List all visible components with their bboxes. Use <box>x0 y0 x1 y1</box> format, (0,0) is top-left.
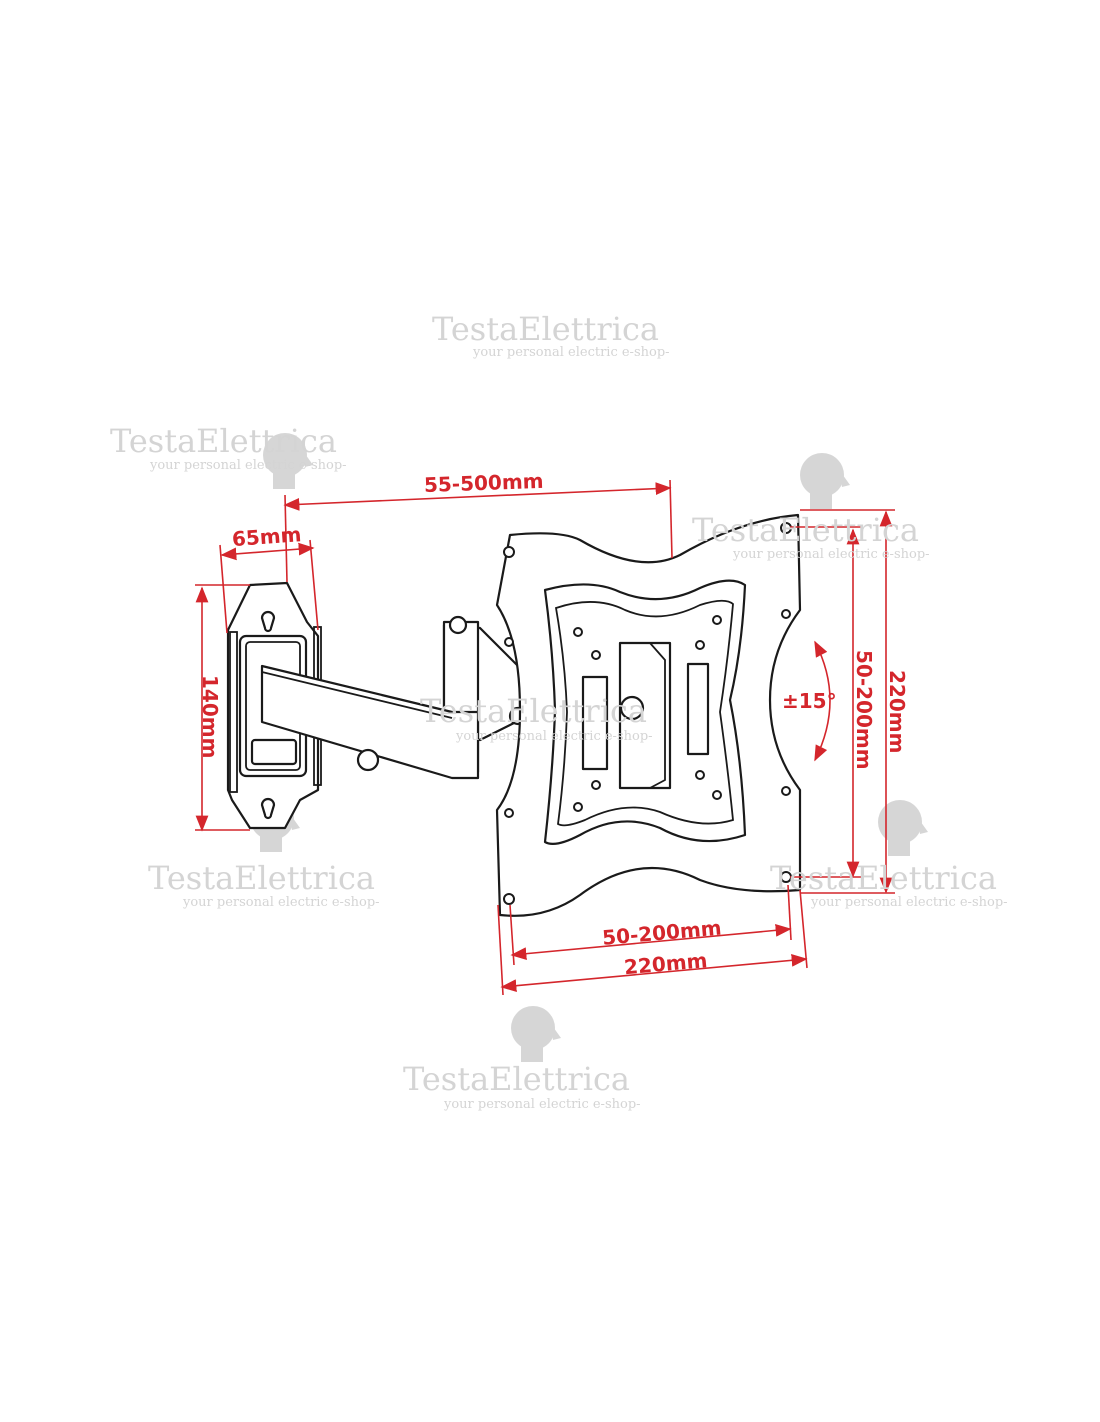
watermark-tagline: your personal electric e-shop- <box>182 895 380 910</box>
watermark-tagline: your personal electric e-shop- <box>149 458 347 473</box>
watermark-tagline: your personal electric e-shop- <box>455 729 653 744</box>
label-vesa-vertical: 50-200mm <box>852 650 876 770</box>
keyhole-bottom <box>260 797 276 820</box>
label-wall-plate-depth: 65mm <box>231 522 302 551</box>
dimension-labels: 55-500mm 65mm 140mm ±15° 50-200mm 220mm … <box>198 469 909 979</box>
tv-plate <box>495 513 802 917</box>
label-plate-height: 220mm <box>885 670 909 753</box>
watermarks: TestaElettrica your personal electric e-… <box>110 310 1008 1112</box>
dimension-lines <box>195 479 895 996</box>
head-icon <box>800 453 850 509</box>
watermark-brand: TestaElettrica <box>692 511 919 549</box>
label-tilt: ±15° <box>782 689 837 713</box>
watermark-tagline: your personal electric e-shop- <box>810 895 1008 910</box>
watermark-brand: TestaElettrica <box>110 422 337 460</box>
watermark-brand: TestaElettrica <box>420 692 647 730</box>
watermark-brand: TestaElettrica <box>148 859 375 897</box>
watermark-brand: TestaElettrica <box>770 859 997 897</box>
label-plate-width: 220mm <box>623 948 708 979</box>
watermark-tagline: your personal electric e-shop- <box>732 547 930 562</box>
swing-arm <box>260 615 528 780</box>
watermark-brand: TestaElettrica <box>432 310 659 348</box>
label-vesa-horizontal: 50-200mm <box>601 916 722 950</box>
head-icon <box>511 1006 561 1062</box>
watermark-brand: TestaElettrica <box>403 1060 630 1098</box>
label-arm-extension: 55-500mm <box>424 469 544 497</box>
watermark-tagline: your personal electric e-shop- <box>472 345 670 360</box>
keyhole-top <box>260 610 276 633</box>
watermark-tagline: your personal electric e-shop- <box>443 1097 641 1112</box>
label-wall-plate-height: 140mm <box>198 675 222 758</box>
